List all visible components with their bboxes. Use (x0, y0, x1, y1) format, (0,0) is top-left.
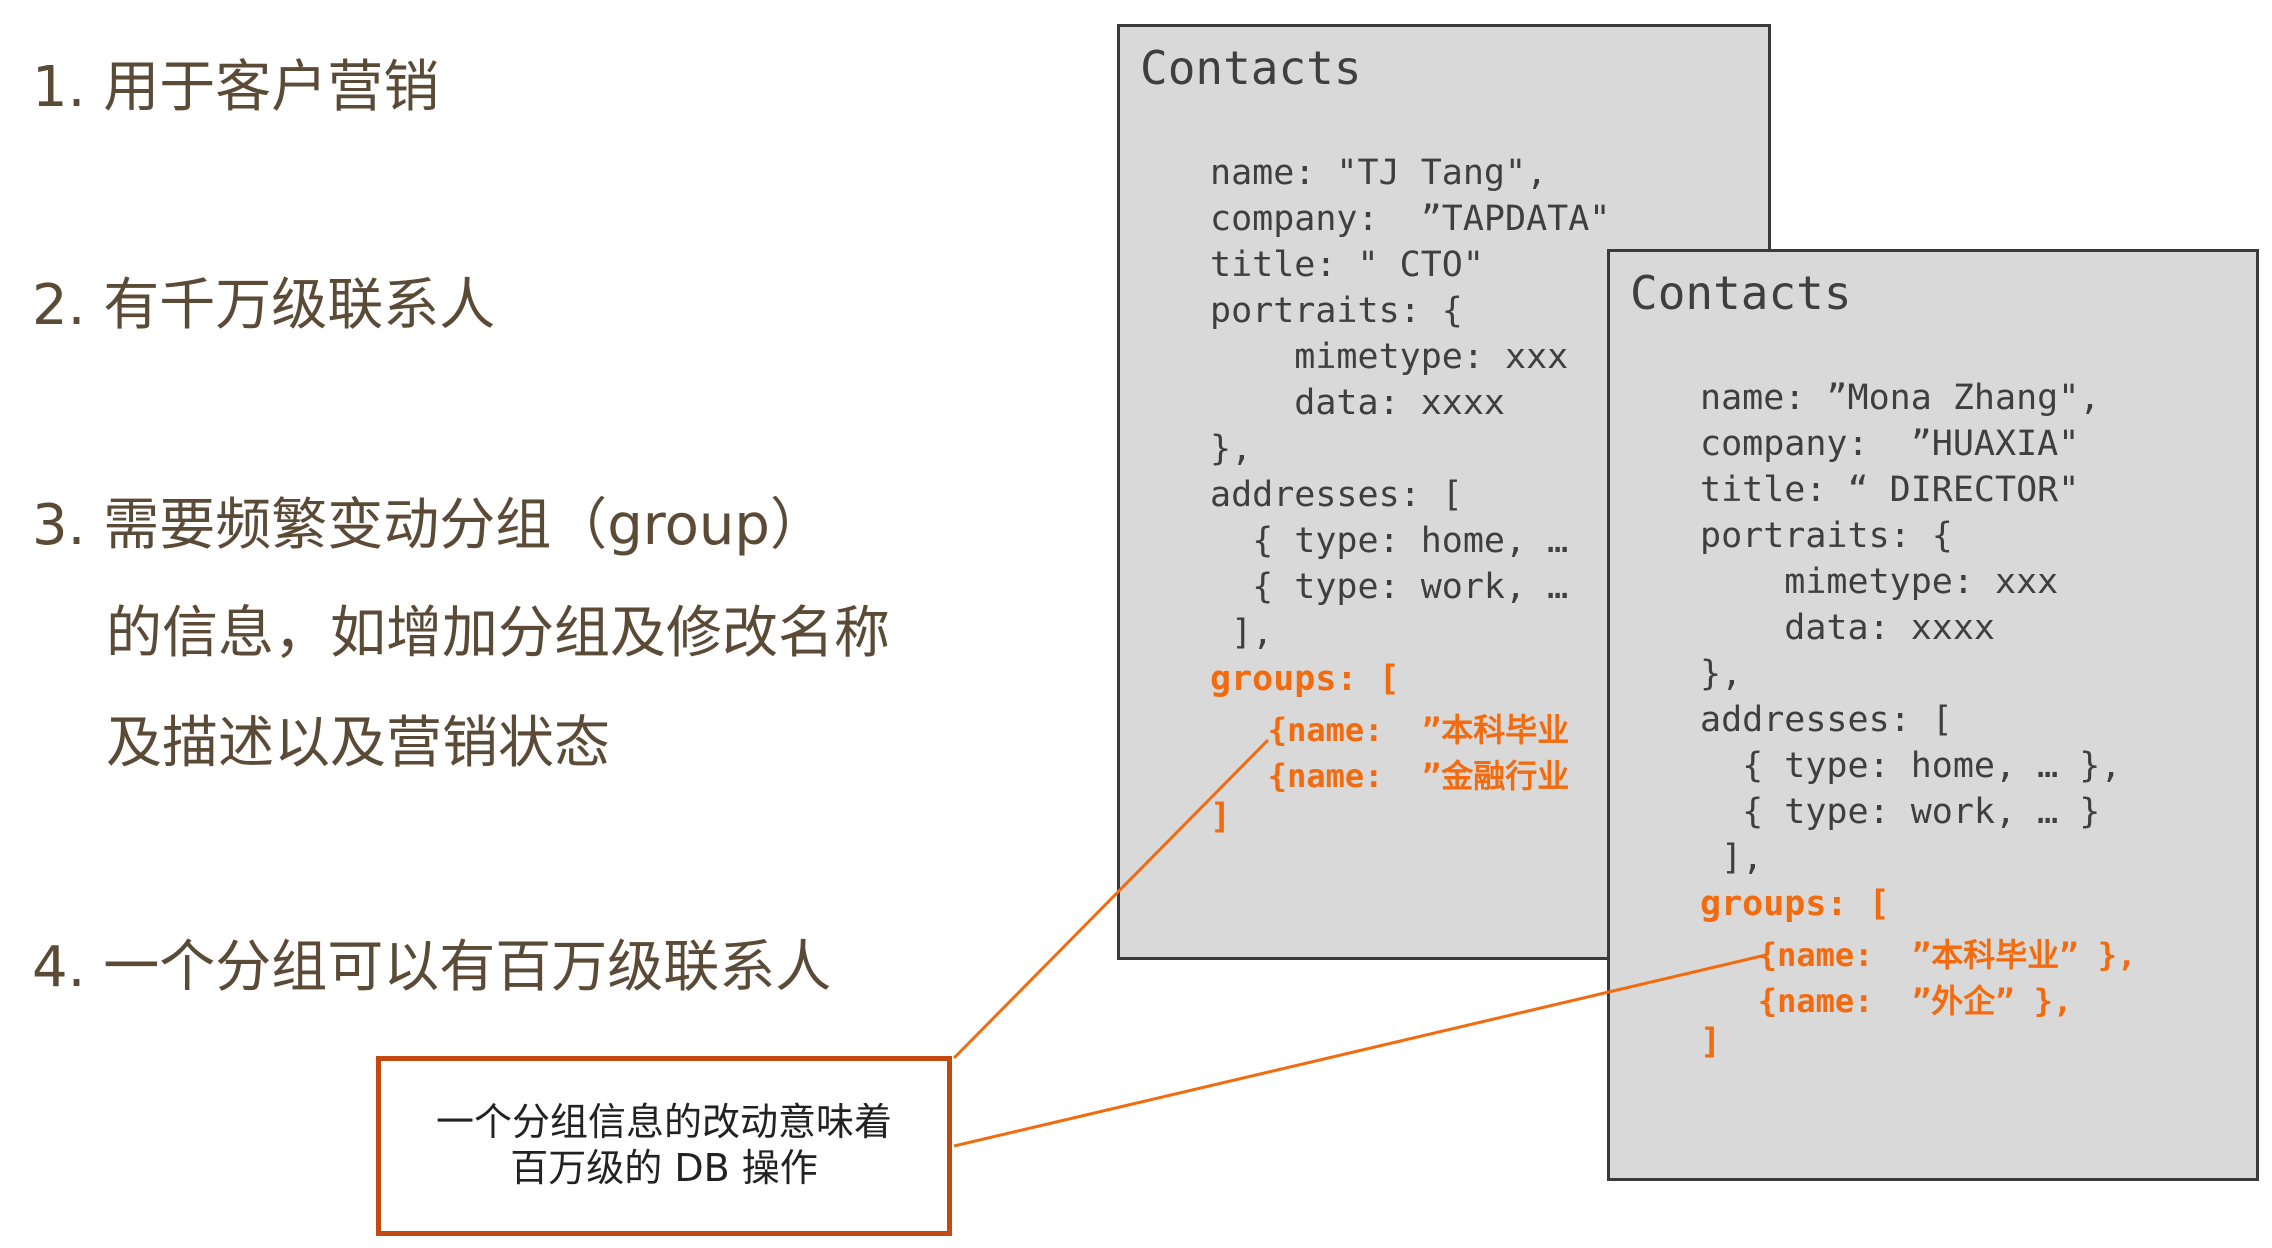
code-line: { type: home, … }, (1700, 746, 2122, 786)
code-line: portraits: { (1210, 291, 1463, 331)
list-item-3-cont-2: 及描述以及营销状态 (106, 711, 610, 776)
connector-line-card2 (953, 953, 1767, 1148)
code-line: { type: work, … } (1700, 792, 2101, 832)
code-line: title: “ DIRECTOR" (1700, 470, 2080, 510)
groups-close: ] (1210, 797, 1232, 837)
code-line: mimetype: xxx (1700, 562, 2059, 602)
code-line: company: ”TAPDATA" (1210, 199, 1611, 239)
code-line: data: xxxx (1210, 383, 1506, 423)
list-item-4: 4. 一个分组可以有百万级联系人 (32, 935, 832, 1000)
code-line: mimetype: xxx (1210, 337, 1569, 377)
code-line: ], (1210, 613, 1274, 653)
callout-line-1: 一个分组信息的改动意味着 (435, 1100, 892, 1145)
code-line: company: ”HUAXIA" (1700, 424, 2080, 464)
callout-box: 一个分组信息的改动意味着 百万级的 DB 操作 (376, 1056, 952, 1236)
list-item-3: 3. 需要频繁变动分组（group） (32, 493, 826, 558)
code-line: }, (1700, 654, 1743, 694)
code-line: addresses: [ (1700, 700, 1953, 740)
code-line: data: xxxx (1700, 608, 1996, 648)
contacts-card-mona-zhang: Contacts name: ”Mona Zhang", company: ”H… (1607, 249, 2259, 1181)
group-entry: {name: ”外企” }, (1700, 982, 2073, 1020)
group-entry: {name: ”本科毕业 (1210, 711, 1570, 749)
card-title: Contacts (1140, 41, 1362, 95)
code-line: title: " CTO" (1210, 245, 1484, 285)
group-entry: {name: ”本科毕业” }, (1700, 936, 2137, 974)
code-line: name: ”Mona Zhang", (1700, 378, 2101, 418)
list-item-1: 1. 用于客户营销 (32, 55, 440, 120)
list-item-2: 2. 有千万级联系人 (32, 273, 496, 338)
code-line: { type: work, … (1210, 567, 1569, 607)
code-line: }, (1210, 429, 1253, 469)
connector-line-card1 (952, 738, 1270, 1060)
code-line: ], (1700, 838, 1764, 878)
code-line: addresses: [ (1210, 475, 1463, 515)
code-line: name: "TJ Tang", (1210, 153, 1548, 193)
code-line: { type: home, … (1210, 521, 1569, 561)
groups-line: groups: [ (1700, 884, 1890, 924)
group-entry: {name: ”金融行业 (1210, 757, 1570, 795)
callout-line-2: 百万级的 DB 操作 (510, 1146, 818, 1190)
code-line: portraits: { (1700, 516, 1953, 556)
list-item-3-cont-1: 的信息，如增加分组及修改名称 (106, 601, 890, 666)
card-title: Contacts (1630, 266, 1852, 320)
groups-line: groups: [ (1210, 659, 1400, 699)
groups-close: ] (1700, 1022, 1722, 1062)
